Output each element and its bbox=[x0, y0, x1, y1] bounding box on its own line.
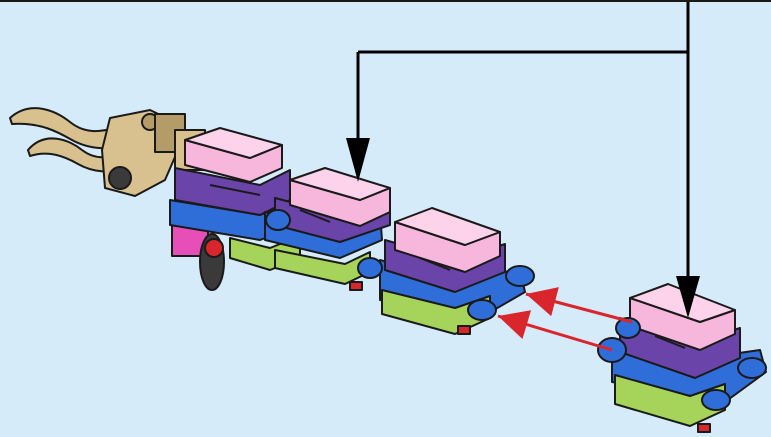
instruction-panel bbox=[0, 0, 771, 437]
